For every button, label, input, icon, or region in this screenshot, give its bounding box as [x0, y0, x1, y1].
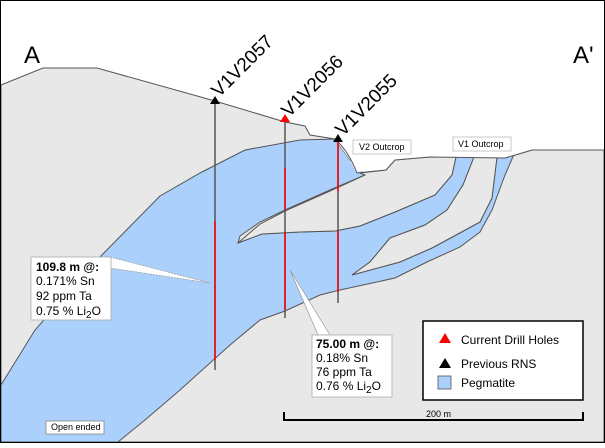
svg-text:0.171% Sn: 0.171% Sn [36, 274, 95, 288]
drill-hole-V1V2055[interactable] [333, 134, 343, 303]
drill-hole-V1V2057[interactable] [210, 96, 220, 370]
drill-hole-V1V2056[interactable] [280, 114, 290, 318]
svg-text:76 ppm Ta: 76 ppm Ta [316, 365, 372, 379]
legend-pegmatite-swatch [437, 375, 452, 390]
svg-text:Open ended: Open ended [51, 422, 101, 432]
previous-hole-marker-icon [210, 96, 220, 104]
section-end-label: A' [573, 42, 594, 69]
current-hole-marker-icon [280, 114, 290, 122]
legend-label-current: Current Drill Holes [461, 333, 559, 347]
svg-text:109.8 m @:: 109.8 m @: [36, 260, 99, 274]
svg-text:V2 Outcrop: V2 Outcrop [359, 142, 405, 152]
callout-V1V2057: 109.8 m @: 0.171% Sn 92 ppm Ta 0.75 % Li… [30, 256, 112, 321]
legend-label-previous: Previous RNS [461, 357, 536, 371]
svg-text:0.18% Sn: 0.18% Sn [316, 351, 368, 365]
surface-line-right [334, 138, 604, 174]
callout-V1V2056: 75.00 m @: 0.18% Sn 76 ppm Ta 0.76 % Li2… [311, 334, 393, 398]
legend-label-pegmatite: Pegmatite [461, 376, 515, 390]
hole-label-V1V2057: V1V2057 [208, 31, 278, 101]
callout-pointer-1 [109, 256, 211, 284]
section-start-label: A [24, 42, 40, 69]
svg-text:92 ppm Ta: 92 ppm Ta [36, 289, 92, 303]
v1-outcrop-label-box: V1 Outcrop [452, 136, 512, 152]
sky-notch [335, 1, 604, 172]
legend-current-hole-icon [439, 333, 451, 343]
previous-hole-marker-icon [333, 134, 343, 142]
legend: Current Drill Holes Previous RNS Pegmati… [422, 320, 584, 401]
scale-bar: 200 m [283, 409, 584, 421]
svg-text:V1 Outcrop: V1 Outcrop [458, 139, 504, 149]
svg-text:75.00 m @:: 75.00 m @: [316, 337, 379, 351]
open-ended-label-box: Open ended [45, 420, 105, 435]
svg-text:0.75 % Li2O: 0.75 % Li2O [36, 304, 101, 321]
v2-outcrop-label-box: V2 Outcrop [352, 139, 412, 155]
svg-text:0.76 % Li2O: 0.76 % Li2O [316, 379, 381, 396]
scale-bar-label: 200 m [426, 409, 451, 419]
legend-previous-hole-icon [439, 358, 451, 368]
